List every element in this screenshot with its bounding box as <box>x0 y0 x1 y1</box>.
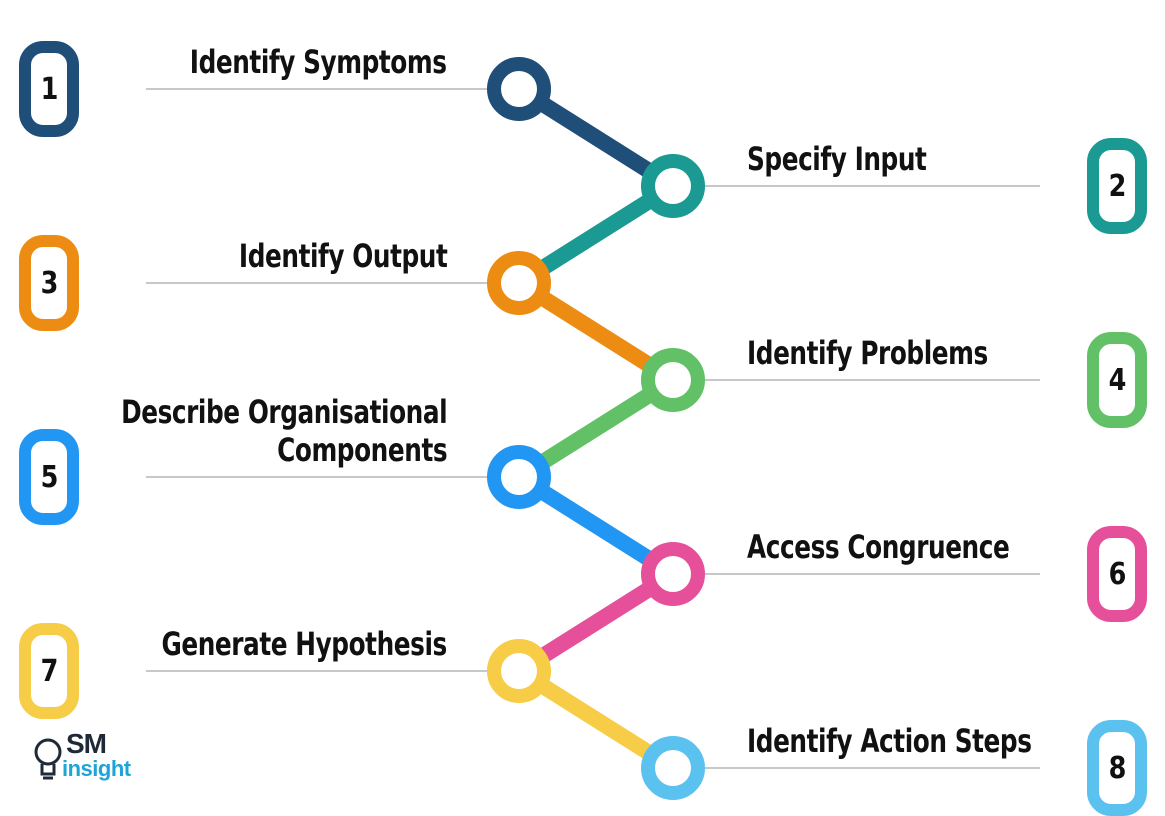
step-label: Identify Output <box>238 237 448 275</box>
step-number: 2 <box>1108 168 1126 204</box>
node-ring <box>487 251 551 315</box>
step-label: Generate Hypothesis <box>161 625 448 663</box>
step-label: Identify Symptoms <box>190 43 447 81</box>
step-label: Specify Input <box>747 140 927 178</box>
node-ring <box>641 154 705 218</box>
step-number: 6 <box>1108 556 1126 592</box>
step-number-badge: 2 <box>1087 138 1147 234</box>
logo-brand: SM <box>66 728 107 759</box>
node-ring <box>487 445 551 509</box>
step-number-badge: 4 <box>1087 332 1147 428</box>
step-label: Identify Problems <box>747 334 988 372</box>
step-number-badge: 3 <box>19 235 79 331</box>
step-number-badge: 1 <box>19 41 79 137</box>
node-ring <box>487 57 551 121</box>
step-number: 4 <box>1108 362 1126 398</box>
step-number-badge: 7 <box>19 623 79 719</box>
step-number-badge: 8 <box>1087 720 1147 816</box>
step-number: 1 <box>40 71 58 107</box>
step-number: 8 <box>1108 750 1126 786</box>
node-ring <box>641 542 705 606</box>
step-number: 5 <box>40 459 58 495</box>
step-label: Identify Action Steps <box>747 722 1032 760</box>
step-number-badge: 5 <box>19 429 79 525</box>
step-label: Access Congruence <box>747 528 1010 566</box>
step-number-badge: 6 <box>1087 526 1147 622</box>
logo: SM insight <box>32 728 132 786</box>
step-number: 3 <box>40 265 58 301</box>
lightbulb-icon <box>34 738 62 780</box>
step-number: 7 <box>40 653 58 689</box>
logo-subtitle: insight <box>62 756 131 781</box>
node-ring <box>487 639 551 703</box>
node-ring <box>641 348 705 412</box>
node-ring <box>641 736 705 800</box>
